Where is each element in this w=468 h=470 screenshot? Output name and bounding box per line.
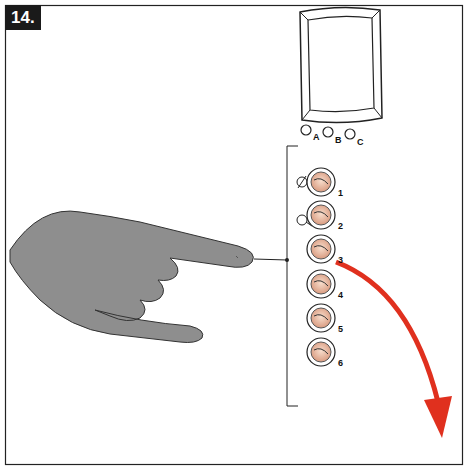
- bracket: [287, 146, 298, 406]
- arrow-head: [424, 396, 452, 438]
- button-number: 1: [338, 189, 343, 198]
- leader-line: [254, 259, 287, 260]
- direction-arrow: [336, 262, 438, 402]
- button-number: 6: [338, 359, 343, 368]
- push-buttons: [307, 168, 335, 366]
- button-number: 2: [338, 222, 343, 231]
- pointing-hand: [10, 211, 253, 342]
- display-panel: [300, 7, 382, 122]
- indicator-letter: B: [335, 136, 342, 145]
- indicator-letter: A: [313, 133, 320, 142]
- leader-dot: [285, 258, 289, 262]
- indicator-leds: [301, 125, 355, 139]
- frame: [6, 6, 463, 465]
- button-number: 3: [338, 256, 343, 265]
- indicator-letter: C: [357, 138, 364, 147]
- button-number: 4: [338, 291, 343, 300]
- step-number: 14.: [5, 5, 41, 30]
- button-number: 5: [338, 325, 343, 334]
